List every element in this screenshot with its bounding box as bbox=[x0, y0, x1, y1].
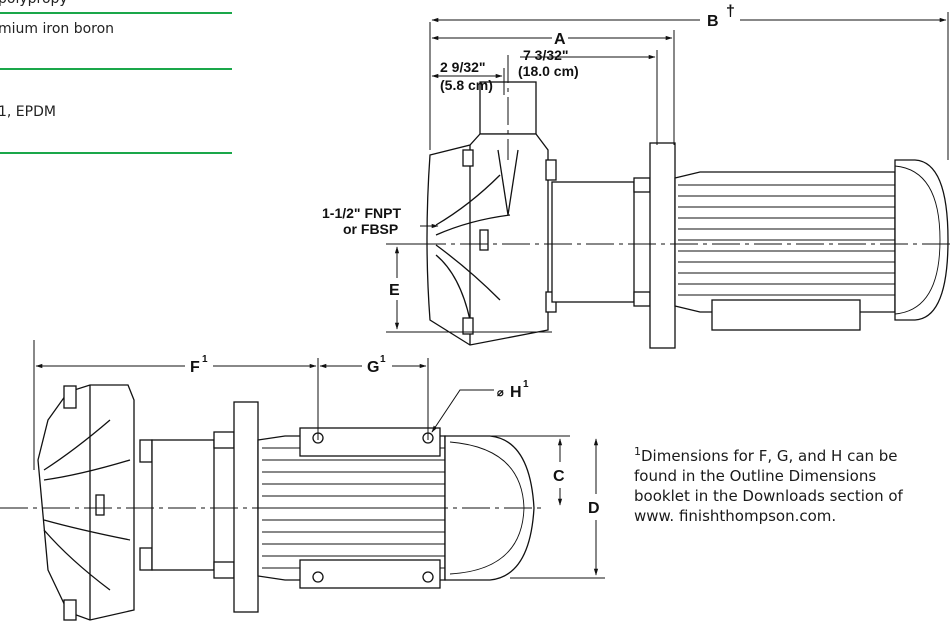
dim-label-h: H bbox=[510, 384, 522, 401]
bottom-bearing-adapter bbox=[151, 439, 215, 571]
spec-rule-2 bbox=[0, 68, 232, 70]
dim-label-d: D bbox=[588, 500, 600, 517]
top-pump-view bbox=[426, 81, 949, 349]
dim-sup-h: 1 bbox=[523, 379, 529, 390]
bottom-dimension-labels: F 1 G 1 ⌀ H 1 C D bbox=[190, 354, 600, 517]
dim-sup-g: 1 bbox=[380, 354, 386, 365]
spec-rule-3 bbox=[0, 152, 232, 154]
bottom-pump-view bbox=[37, 384, 535, 621]
bottom-motor-foot-bottom bbox=[299, 559, 441, 589]
dim-2-9-32-in: 2 9/32" bbox=[440, 59, 486, 75]
dim-2-9-32-cm: (5.8 cm) bbox=[440, 77, 493, 93]
dim-label-g: G bbox=[367, 359, 379, 376]
motor-flange bbox=[649, 142, 676, 349]
mount-hole-3 bbox=[312, 571, 324, 583]
dim-mark-dagger: † bbox=[726, 3, 735, 20]
bottom-motor-foot-top bbox=[299, 427, 441, 457]
mount-hole-4 bbox=[422, 571, 434, 583]
bottom-volute-casing bbox=[37, 384, 135, 621]
dim-label-f: F bbox=[190, 359, 200, 376]
bearing-adapter bbox=[551, 181, 635, 303]
dim-label-b: B bbox=[707, 13, 719, 30]
top-dimension-labels: B † A 7 3/32" (18.0 cm) 2 9/32" (5.8 cm)… bbox=[322, 3, 735, 299]
dim-7-3-32-in: 7 3/32" bbox=[523, 47, 569, 63]
footnote-text: Dimensions for F, G, and H can be found … bbox=[634, 447, 903, 525]
bottom-impeller-vanes bbox=[43, 419, 131, 591]
motor-body bbox=[674, 171, 896, 313]
port-label-line1: 1-1/2" FNPT bbox=[322, 205, 401, 221]
dim-label-c: C bbox=[553, 468, 565, 485]
dim-label-e: E bbox=[389, 282, 400, 299]
spec-row-seal: 1, EPDM bbox=[0, 104, 56, 120]
impeller-vanes bbox=[435, 174, 511, 321]
spec-row-magnet: mium iron boron bbox=[0, 21, 115, 37]
dim-label-a: A bbox=[554, 31, 566, 48]
dim-dia-symbol: ⌀ bbox=[497, 387, 504, 399]
spec-rule-1 bbox=[0, 12, 232, 14]
bottom-motor-flange bbox=[233, 401, 259, 613]
spec-row-top: polypropy bbox=[0, 0, 68, 7]
footnote-marker: 1 bbox=[634, 445, 641, 458]
footnote: 1Dimensions for F, G, and H can be found… bbox=[634, 442, 924, 526]
dim-sup-f: 1 bbox=[202, 354, 208, 365]
port-label-line2: or FBSP bbox=[343, 221, 398, 237]
dim-7-3-32-cm: (18.0 cm) bbox=[518, 63, 579, 79]
motor-foot bbox=[711, 299, 861, 331]
